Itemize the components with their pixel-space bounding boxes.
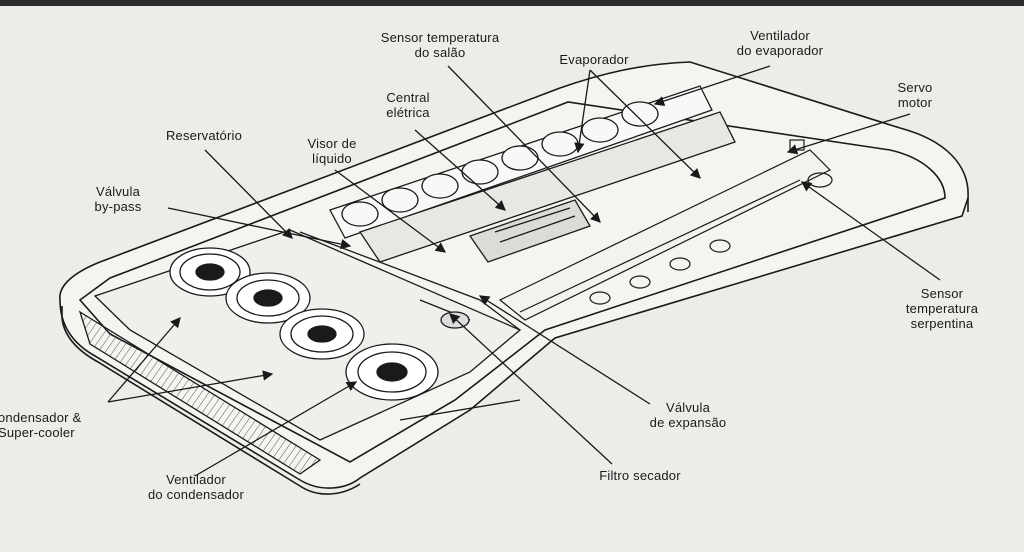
label-line: Evaporador [559, 52, 629, 67]
label-line: Visor de [307, 136, 356, 151]
label-line: elétrica [386, 105, 430, 120]
top-border [0, 0, 1024, 6]
label-line: motor [898, 95, 933, 110]
label-line: Servo [898, 80, 933, 95]
label-line: by-pass [95, 199, 142, 214]
condenser-fan [279, 308, 365, 360]
label-line: do evaporador [737, 43, 824, 58]
label-line: líquido [312, 151, 352, 166]
condenser-area [78, 229, 522, 475]
label-line: Válvula [96, 184, 141, 199]
condenser-fan [169, 247, 251, 297]
label-line: Ventilador [750, 28, 810, 43]
label-line: Super-cooler [0, 425, 75, 440]
label-line: Válvula [666, 400, 711, 415]
label-line: do condensador [148, 487, 245, 502]
label-line: Sensor temperatura [381, 30, 500, 45]
label-line: Central [386, 90, 429, 105]
condenser-fan [225, 272, 311, 324]
label-line: serpentina [911, 316, 974, 331]
label-line: Reservatório [166, 128, 242, 143]
label-filtro-secador: Filtro secador [599, 468, 681, 483]
condenser-fan [345, 343, 439, 401]
label-line: Filtro secador [599, 468, 681, 483]
label-line: ondensador & [0, 410, 81, 425]
evaporator-assembly [329, 85, 736, 263]
label-line: de expansão [650, 415, 727, 430]
label-line: Ventilador [166, 472, 226, 487]
label-line: temperatura [906, 301, 979, 316]
label-line: Sensor [921, 286, 964, 301]
label-reservatorio: Reservatório [166, 128, 242, 143]
leader-lines [107, 65, 941, 477]
label-condensador: ondensador &Super-cooler [0, 410, 81, 440]
label-evaporador: Evaporador [559, 52, 629, 67]
label-line: do salão [415, 45, 466, 60]
